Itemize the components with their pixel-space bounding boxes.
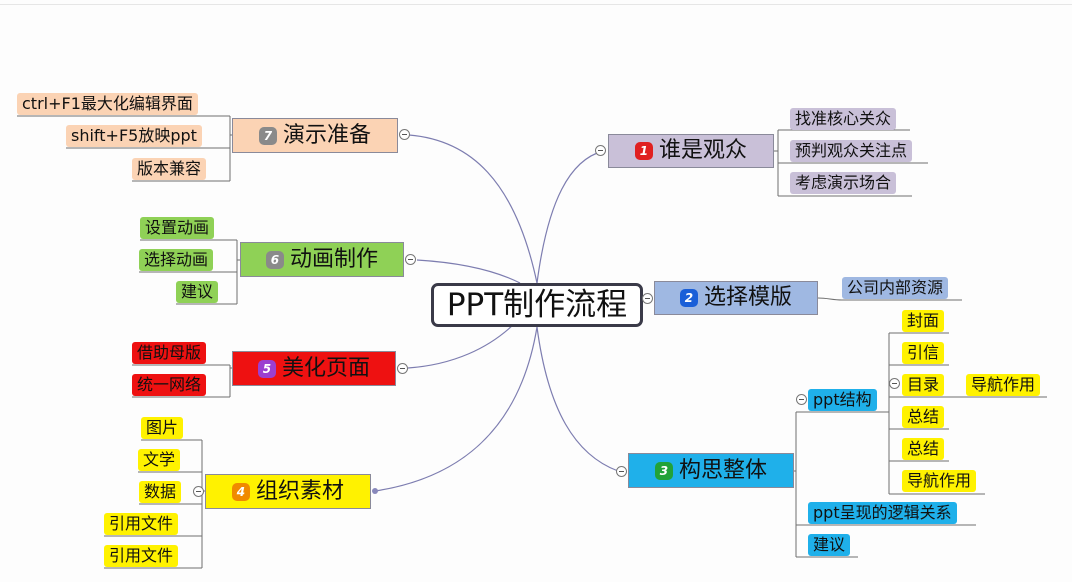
subtopic-data[interactable]: 数据 [139, 481, 182, 503]
subtopic-ppt-structure[interactable]: ppt结构 [808, 389, 877, 411]
subtopic-toc-navigation[interactable]: 导航作用 [966, 374, 1041, 396]
link-topic5 [407, 317, 521, 369]
subtopic-shift-f5[interactable]: shift+F5放映ppt [66, 125, 202, 147]
priority-2-icon: 2 [679, 289, 698, 307]
subtopic-choose-animation[interactable]: 选择动画 [139, 249, 214, 271]
priority-3-icon: 3 [654, 461, 673, 480]
topic-presentation-prep[interactable]: 7 演示准备 [232, 118, 398, 153]
subtopic-cover[interactable]: 封面 [902, 310, 945, 332]
priority-1-icon: 1 [634, 142, 653, 160]
collapse-toggle-topic4[interactable] [193, 486, 204, 497]
subtopic-ctrl-f1[interactable]: ctrl+F1最大化编辑界面 [17, 93, 198, 115]
subtopic-core-audience[interactable]: 找准核心关众 [790, 108, 897, 130]
priority-6-icon: 6 [265, 250, 284, 269]
collapse-toggle-ppt-structure[interactable] [796, 394, 807, 405]
top-divider [0, 4, 1072, 5]
links-topic7 [17, 115, 232, 182]
topic-label: 动画制作 [289, 246, 378, 272]
subtopic-unified-grid[interactable]: 统一网络 [132, 374, 207, 396]
topic-label: 美化页面 [281, 355, 370, 381]
topic-organize-materials[interactable]: 4 组织素材 [205, 474, 371, 509]
topic-label: 构思整体 [678, 457, 767, 483]
subtopic-venue[interactable]: 考虑演示场合 [790, 172, 897, 194]
subtopic-text[interactable]: 文学 [138, 449, 181, 471]
link-topic7 [408, 134, 538, 284]
link-topic6 [416, 259, 521, 284]
topic-label: 选择模版 [703, 285, 792, 310]
topic-beautify-pages[interactable]: 5 美化页面 [232, 351, 396, 386]
topic-overall-concept[interactable]: 3 构思整体 [628, 453, 794, 488]
priority-7-icon: 7 [258, 126, 277, 145]
links-topic1 [774, 129, 928, 197]
subtopic-version-compat[interactable]: 版本兼容 [132, 158, 207, 180]
subtopic-master-slide[interactable]: 借助母版 [132, 342, 207, 364]
subtopic-citations-2[interactable]: 引用文件 [104, 545, 179, 567]
link-topic4 [374, 326, 538, 492]
link-topic3 [536, 326, 619, 472]
link-topic1 [536, 150, 604, 284]
links-topic6 [139, 239, 240, 305]
subtopic-logic[interactable]: ppt呈现的逻辑关系 [808, 502, 957, 524]
subtopic-animation-advice[interactable]: 建议 [176, 281, 219, 303]
priority-4-icon: 4 [231, 482, 250, 501]
collapse-toggle-toc[interactable] [889, 378, 900, 389]
priority-5-icon: 5 [257, 359, 276, 378]
links-topic2 [817, 297, 962, 301]
subtopic-images[interactable]: 图片 [141, 417, 184, 439]
collapse-toggle-topic3[interactable] [616, 466, 627, 477]
subtopic-summary[interactable]: 总结 [902, 406, 945, 428]
collapse-toggle-topic7[interactable] [399, 129, 410, 140]
topic-connector-dot [372, 488, 378, 494]
subtopic-summary-2[interactable]: 总结 [902, 438, 945, 460]
topic-label: 组织素材 [255, 478, 344, 504]
collapse-toggle-topic5[interactable] [397, 363, 408, 374]
collapse-toggle-topic6[interactable] [405, 254, 416, 265]
subtopic-internal-resources[interactable]: 公司内部资源 [842, 277, 949, 299]
links-topic5 [132, 364, 232, 398]
topic-who-is-audience[interactable]: 1 谁是观众 [608, 134, 774, 168]
subtopic-set-animation[interactable]: 设置动画 [140, 217, 215, 239]
subtopic-advice[interactable]: 建议 [808, 534, 851, 556]
topic-label: 演示准备 [282, 122, 371, 148]
topic-animation[interactable]: 6 动画制作 [240, 242, 404, 277]
subtopic-citations[interactable]: 引用文件 [104, 513, 179, 535]
subtopic-predict-focus[interactable]: 预判观众关注点 [790, 140, 913, 162]
subtopic-toc[interactable]: 目录 [902, 374, 945, 396]
subtopic-navigation[interactable]: 导航作用 [902, 470, 977, 492]
subtopic-intro[interactable]: 引信 [902, 342, 945, 364]
topic-label: 谁是观众 [658, 138, 747, 163]
links-topic3 [794, 332, 1047, 558]
collapse-toggle-central[interactable] [642, 293, 653, 304]
central-topic[interactable]: PPT制作流程 [431, 283, 643, 327]
collapse-toggle-topic1[interactable] [595, 145, 606, 156]
topic-choose-template[interactable]: 2 选择模版 [654, 281, 818, 315]
